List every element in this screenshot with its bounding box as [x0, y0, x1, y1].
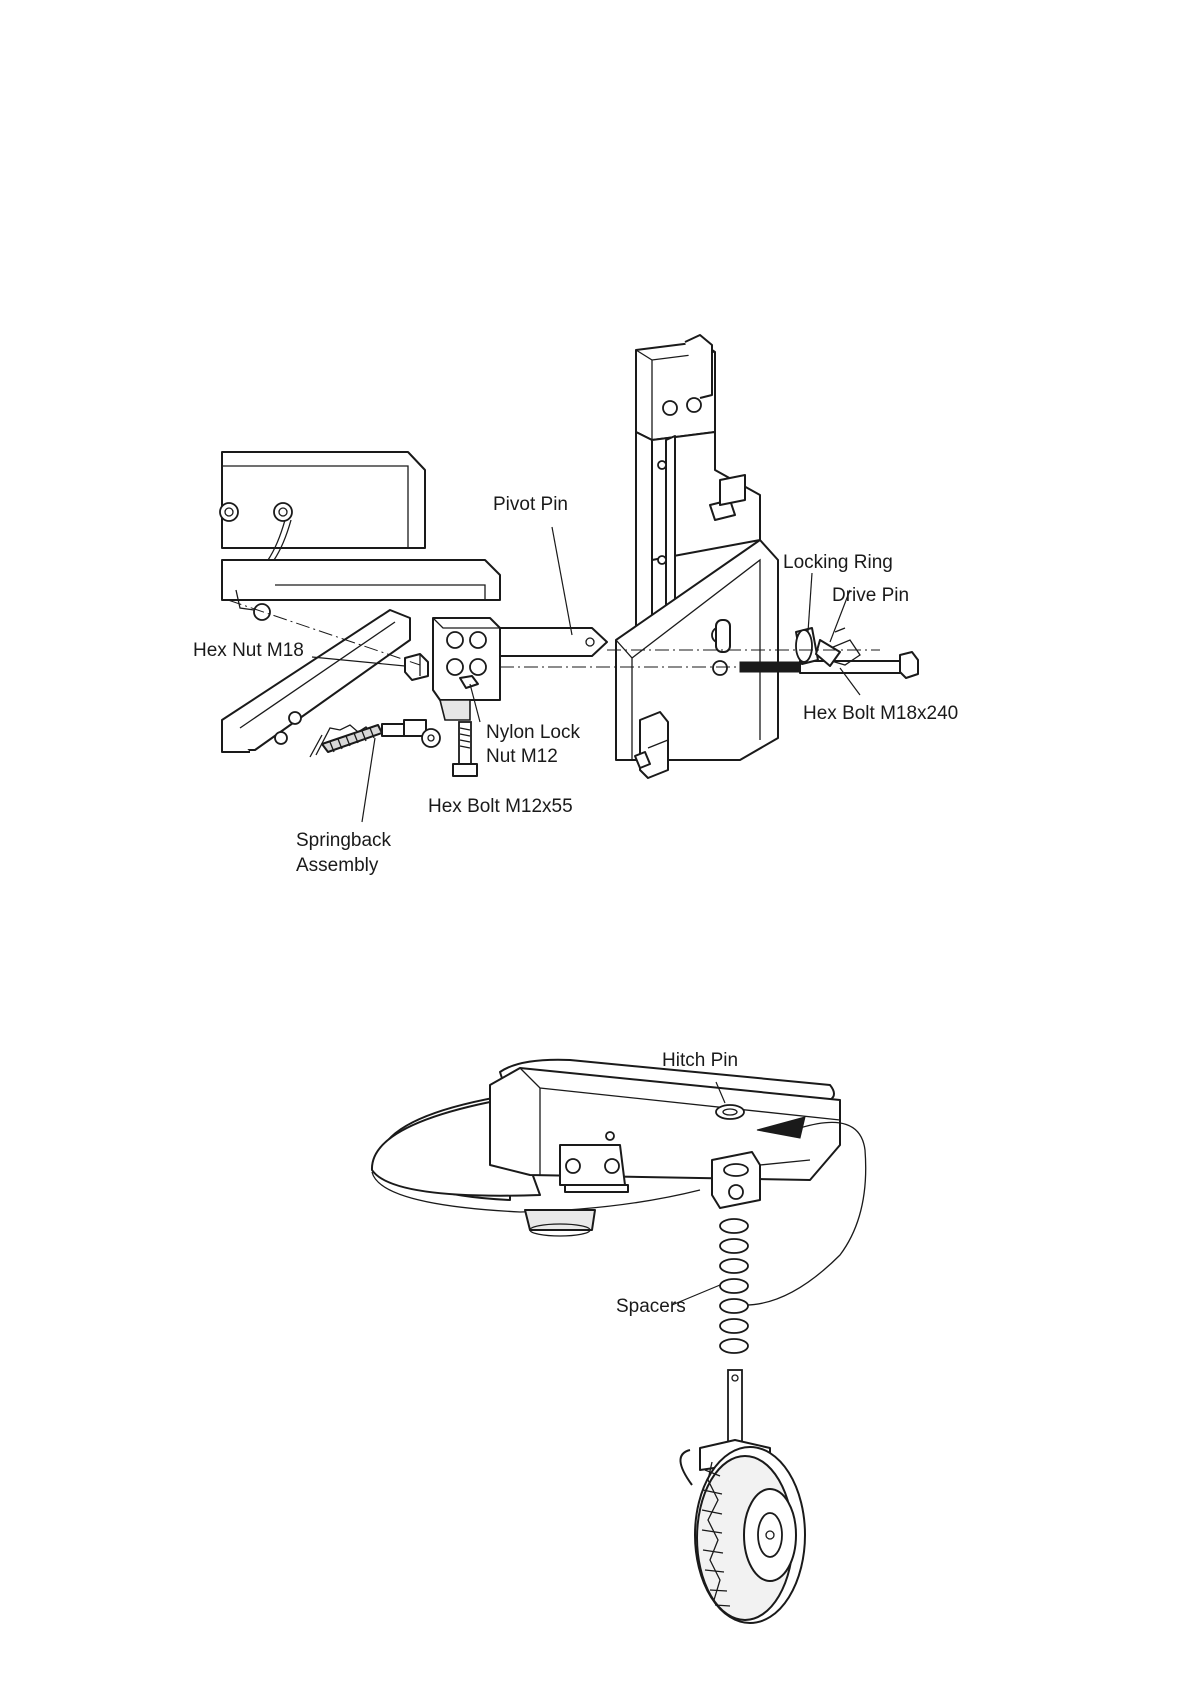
- label-springback-line1: Springback: [296, 830, 392, 851]
- spacer-stack: [720, 1219, 748, 1353]
- top-assembly-figure: Pivot Pin Locking Ring Drive Pin Hex Nut…: [193, 335, 958, 876]
- label-nylon-lock-line1: Nylon Lock: [486, 722, 580, 743]
- hitch-bracket: [433, 618, 500, 720]
- pivot-pin: [500, 628, 607, 656]
- hex-bolt-m12x55: [453, 722, 477, 776]
- label-spacers: Spacers: [616, 1296, 686, 1317]
- label-pivot-pin: Pivot Pin: [493, 494, 568, 515]
- label-nylon-lock-line2: Nut M12: [486, 746, 558, 767]
- label-hitch-pin: Hitch Pin: [662, 1050, 738, 1071]
- label-springback-line2: Assembly: [296, 855, 379, 876]
- label-locking-ring: Locking Ring: [783, 552, 893, 573]
- label-hex-bolt-m12x55: Hex Bolt M12x55: [428, 796, 573, 817]
- headstock-mast: [616, 335, 778, 778]
- label-hex-nut-m18: Hex Nut M18: [193, 640, 304, 661]
- label-hex-bolt-m18x240: Hex Bolt M18x240: [803, 703, 958, 724]
- bottom-assembly-figure: Hitch Pin Spacers: [372, 1050, 866, 1623]
- hex-nut-m18: [405, 654, 428, 680]
- main-frame-beam: [220, 452, 425, 575]
- channel-bracket: [222, 560, 500, 620]
- caster-wheel: [680, 1440, 805, 1623]
- locking-ring: [796, 628, 818, 664]
- label-drive-pin: Drive Pin: [832, 585, 909, 606]
